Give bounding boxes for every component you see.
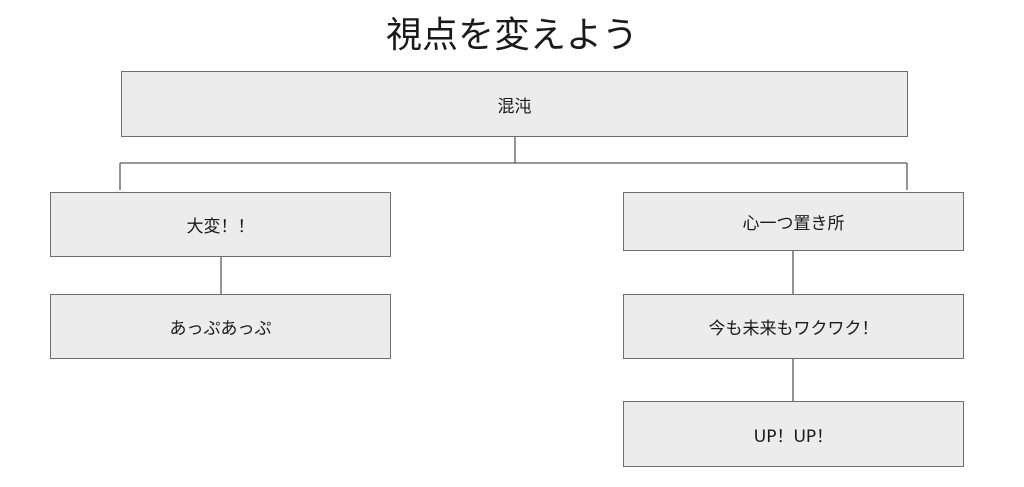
node-left-1: 大変！！ bbox=[50, 192, 391, 257]
node-root: 混沌 bbox=[121, 71, 908, 137]
node-right-2-label: 今も未来もワクワク！ bbox=[708, 319, 879, 339]
node-right-3-label: UP！UP！ bbox=[753, 426, 834, 447]
node-left-1-label: 大変！！ bbox=[186, 217, 255, 237]
node-right-1: 心一つ置き所 bbox=[623, 192, 964, 251]
node-right-1-label: 心一つ置き所 bbox=[742, 214, 845, 234]
diagram-title: 視点を変えよう bbox=[385, 15, 638, 56]
node-left-2: あっぷあっぷ bbox=[50, 294, 391, 359]
node-right-3: UP！UP！ bbox=[623, 401, 964, 467]
node-root-label: 混沌 bbox=[497, 96, 532, 117]
node-left-2-label: あっぷあっぷ bbox=[169, 319, 272, 339]
node-right-2: 今も未来もワクワク！ bbox=[623, 294, 964, 359]
